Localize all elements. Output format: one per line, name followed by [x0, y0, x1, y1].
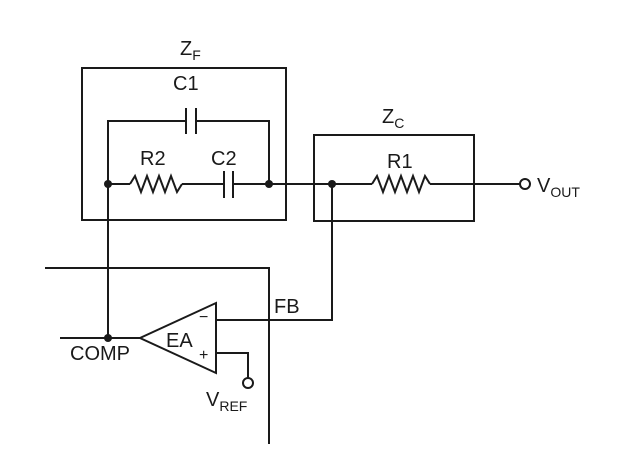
r2-resistor: [129, 173, 183, 195]
c1-label: C1: [173, 73, 199, 95]
c1-right-wire: [196, 120, 270, 184]
error-amplifier-triangle: [137, 301, 217, 375]
zc-box: [313, 134, 475, 222]
r1-resistor: [371, 173, 431, 195]
zf-label: ZF: [180, 38, 201, 63]
c1-left-wire: [107, 120, 186, 184]
zc-label: ZC: [382, 106, 404, 131]
plus-sign: +: [199, 347, 208, 364]
vref-wire: [216, 352, 249, 378]
fb-label: FB: [274, 296, 300, 318]
junction-zf-right: [265, 180, 273, 188]
comp-label: COMP: [70, 343, 130, 365]
r1-label: R1: [387, 151, 413, 173]
ic-boundary: [45, 267, 270, 444]
vout-label: VOUT: [537, 175, 580, 200]
fb-wire: [216, 184, 333, 321]
r2-label: R2: [140, 148, 166, 170]
minus-sign: −: [199, 309, 208, 326]
c2-label: C2: [211, 148, 237, 170]
zf-box: [81, 67, 287, 221]
vref-label: VREF: [206, 389, 247, 414]
ea-label: EA: [166, 330, 193, 352]
vout-terminal: [519, 178, 531, 190]
vref-terminal: [242, 377, 254, 389]
